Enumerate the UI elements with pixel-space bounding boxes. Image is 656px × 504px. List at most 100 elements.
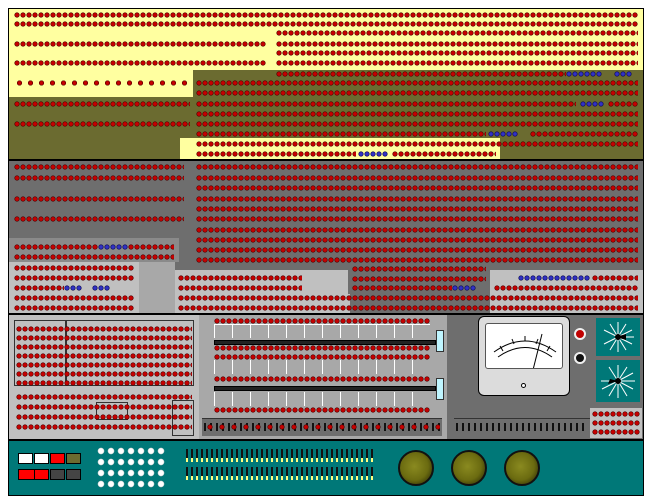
toggle-lamp-row xyxy=(186,458,376,462)
lamp-row xyxy=(14,216,184,222)
lamp-row xyxy=(14,164,184,170)
toggle-switch-row[interactable] xyxy=(186,449,376,459)
lamp-row xyxy=(178,275,302,281)
lamp-row xyxy=(276,71,566,77)
lamp-row xyxy=(128,244,174,250)
lamp-row xyxy=(196,131,486,137)
rotary-knob-icon[interactable] xyxy=(398,450,434,486)
lamp-row xyxy=(196,141,638,147)
lamp-row xyxy=(352,285,452,291)
status-key[interactable] xyxy=(50,469,65,480)
lamp-row xyxy=(196,237,638,243)
starburst-dial-icon[interactable] xyxy=(596,318,640,356)
rotary-knob-icon[interactable] xyxy=(451,450,487,486)
lamp-row xyxy=(214,407,430,413)
lamp-row xyxy=(16,335,192,341)
red-jack-icon[interactable] xyxy=(574,328,586,340)
lamp-row-blue xyxy=(98,244,128,250)
starburst-dial-icon[interactable] xyxy=(596,360,640,402)
lamp-row-sparse xyxy=(14,80,190,86)
bit-switch-grid[interactable] xyxy=(214,360,430,374)
lamp-row-blue xyxy=(566,71,602,77)
register-slot xyxy=(214,386,436,391)
lamp-row xyxy=(196,101,576,107)
lamp-row-blue xyxy=(488,131,518,137)
lamp-row xyxy=(592,275,638,281)
toggle-lamp-row xyxy=(186,476,376,480)
black-jack-icon[interactable] xyxy=(574,352,586,364)
mid-sub-panel-left-mid xyxy=(139,262,175,313)
lamp-row-blue xyxy=(358,151,388,157)
lamp-row-blue xyxy=(518,275,590,281)
toggle-switch-row[interactable] xyxy=(186,467,376,477)
lamp-row xyxy=(352,266,486,272)
lamp-row xyxy=(16,424,192,430)
lamp-row xyxy=(196,196,638,202)
lamp-row xyxy=(196,121,638,127)
bit-switch-grid[interactable] xyxy=(214,324,430,338)
lamp-row xyxy=(196,90,638,96)
lamp-row-blue xyxy=(64,285,82,291)
lamp-row xyxy=(16,353,192,359)
lamp-row xyxy=(196,257,638,263)
white-lamp-grid xyxy=(96,468,166,478)
status-key[interactable] xyxy=(18,453,33,464)
lamp-row xyxy=(214,376,430,382)
lamp-row xyxy=(14,41,266,47)
status-key[interactable] xyxy=(66,469,81,480)
lamp-row xyxy=(14,60,266,66)
rotary-knob-icon[interactable] xyxy=(504,450,540,486)
lamp-row xyxy=(14,21,638,27)
lamp-row xyxy=(16,344,192,350)
lamp-row-blue xyxy=(92,285,110,291)
lamp-row xyxy=(214,345,430,351)
lamp-row xyxy=(14,295,134,301)
status-key[interactable] xyxy=(66,453,81,464)
lamp-row xyxy=(16,414,192,420)
lamp-row xyxy=(14,254,174,260)
lamp-row xyxy=(14,175,184,181)
status-key[interactable] xyxy=(34,453,49,464)
register-lever[interactable] xyxy=(436,330,444,352)
lamp-row xyxy=(276,50,638,56)
white-lamp-grid xyxy=(96,479,166,489)
lamp-row-blue xyxy=(614,71,632,77)
lamp-row xyxy=(178,285,302,291)
analog-meter-icon xyxy=(478,316,570,396)
lamp-row xyxy=(608,101,638,107)
lamp-row xyxy=(16,380,192,386)
bit-switch-grid[interactable] xyxy=(214,392,430,406)
lamp-row xyxy=(196,164,638,170)
lamp-row xyxy=(14,12,638,18)
lamp-row xyxy=(196,206,638,212)
lamp-row xyxy=(196,216,638,222)
lamp-row xyxy=(178,305,638,311)
lamp-row-blue xyxy=(452,285,476,291)
lamp-row xyxy=(196,247,638,253)
status-key[interactable] xyxy=(34,469,49,480)
lamp-row xyxy=(14,265,134,271)
toggle-switch-row[interactable] xyxy=(456,423,588,431)
status-key[interactable] xyxy=(50,453,65,464)
lamp-row xyxy=(196,80,638,86)
lamp-row xyxy=(276,60,638,66)
lamp-row xyxy=(16,394,192,400)
lamp-row xyxy=(214,354,430,360)
lamp-row xyxy=(196,111,638,117)
lamp-row xyxy=(494,285,638,291)
lamp-row xyxy=(204,424,440,430)
lamp-row xyxy=(592,429,640,435)
lamp-row xyxy=(178,295,638,301)
lamp-row xyxy=(276,41,638,47)
register-lever[interactable] xyxy=(436,378,444,400)
white-lamp-grid xyxy=(96,457,166,467)
lamp-row-blue xyxy=(580,101,604,107)
lamp-row xyxy=(16,326,192,332)
lamp-row xyxy=(14,101,190,107)
lamp-row xyxy=(16,404,192,410)
lamp-row xyxy=(16,362,192,368)
lamp-row xyxy=(14,121,190,127)
lamp-row xyxy=(196,185,638,191)
lamp-row xyxy=(592,420,640,426)
